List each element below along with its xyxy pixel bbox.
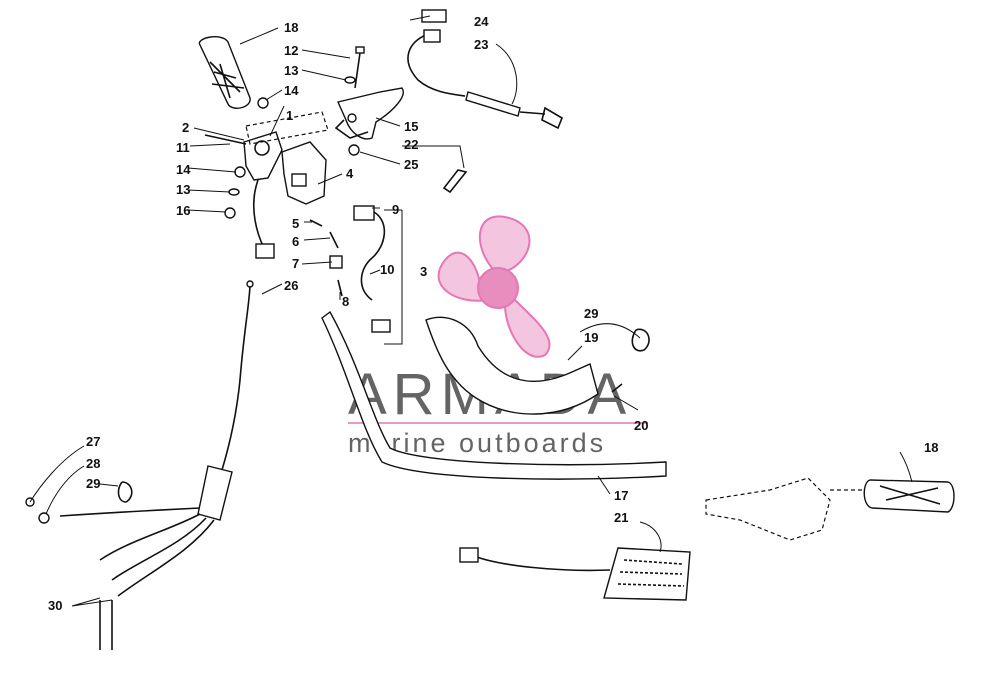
- harness-23-sleeve: [465, 91, 521, 117]
- switch-harness-wire: [252, 179, 265, 249]
- nut-25: [348, 144, 360, 156]
- washer-13-left: [228, 188, 240, 196]
- cable-30-branches: [99, 513, 215, 597]
- throttle-right-phantom: [705, 477, 831, 541]
- callout-2: 2: [182, 120, 189, 135]
- callout-27: 27: [86, 434, 100, 449]
- handlebar-17: [321, 310, 667, 480]
- callout-4: 4: [346, 166, 354, 181]
- harness-10-wire: [360, 211, 386, 301]
- switch-9: [353, 205, 375, 221]
- clamp-29-right: [631, 328, 650, 352]
- armada-watermark: ARMADA marine outboards: [348, 215, 648, 458]
- callout-12: 12: [284, 43, 298, 58]
- bolt-12-shank: [354, 52, 361, 89]
- screw-11: [204, 134, 247, 145]
- pin-22: [442, 169, 468, 194]
- throttle-housing-drawing: [334, 87, 404, 140]
- switch-housing-drawing: [243, 111, 329, 205]
- washer-16: [224, 207, 236, 219]
- harness-10-plug: [371, 319, 391, 333]
- nut-28: [38, 512, 50, 524]
- callout-30: 30: [48, 598, 62, 613]
- clamp-29-left: [117, 481, 133, 503]
- grip-left-drawing: [198, 36, 251, 109]
- callout-14-left: 14: [176, 162, 191, 177]
- callout-18-top: 18: [284, 20, 298, 35]
- bolt-12-head: [355, 46, 365, 54]
- harness-23-end: [519, 106, 563, 130]
- harness-23-plug: [423, 29, 441, 43]
- callout-13-top: 13: [284, 63, 298, 78]
- callout-10: 10: [380, 262, 394, 277]
- callout-15: 15: [404, 119, 418, 134]
- callout-5: 5: [292, 216, 299, 231]
- callout-19: 19: [584, 330, 598, 345]
- callout-7: 7: [292, 256, 299, 271]
- switch-harness-plug: [255, 243, 275, 259]
- leader-lines: [29, 15, 913, 607]
- washer-13-top: [344, 76, 356, 84]
- screw-20: [611, 383, 623, 393]
- propeller-logo-icon: [437, 215, 551, 358]
- callout-28: 28: [86, 456, 100, 471]
- part-8: [337, 279, 343, 297]
- callout-24: 24: [474, 14, 489, 29]
- callout-16: 16: [176, 203, 190, 218]
- callout-29-right: 29: [584, 306, 598, 321]
- callout-25: 25: [404, 157, 418, 172]
- heater-21-plug: [459, 547, 479, 563]
- callout-17: 17: [614, 488, 628, 503]
- part-5: [309, 219, 323, 227]
- callout-8: 8: [342, 294, 349, 309]
- callout-26: 26: [284, 278, 298, 293]
- callout-13-left: 13: [176, 182, 190, 197]
- nut-14-top: [257, 97, 269, 109]
- cable-26-sleeve: [197, 465, 233, 521]
- callout-6: 6: [292, 234, 299, 249]
- callout-numbers: 18 12 13 14 1 2 11 14 13 16 15 24 23 22 …: [48, 14, 938, 613]
- grip-right-drawing: [863, 479, 955, 513]
- callout-3: 3: [420, 264, 427, 279]
- callout-23: 23: [474, 37, 488, 52]
- heater-21-wire: [473, 555, 611, 572]
- callout-11: 11: [176, 140, 190, 155]
- cable-27-branch: [59, 507, 201, 517]
- pad-19: [425, 316, 599, 415]
- callout-21: 21: [614, 510, 628, 525]
- harness-23-upper: [407, 33, 466, 97]
- callout-20: 20: [634, 418, 648, 433]
- callout-29-left: 29: [86, 476, 100, 491]
- cable-30-ends: [99, 600, 113, 650]
- callout-18-right: 18: [924, 440, 938, 455]
- heater-21: [603, 547, 691, 601]
- callout-9: 9: [392, 202, 399, 217]
- bracket-3: [384, 209, 403, 345]
- cable-26: [221, 283, 251, 471]
- callout-1: 1: [286, 108, 293, 123]
- callout-14-top: 14: [284, 83, 299, 98]
- connector-24: [421, 9, 447, 23]
- part-6: [329, 231, 339, 249]
- callout-22: 22: [404, 137, 418, 152]
- nut-14-left: [234, 166, 246, 178]
